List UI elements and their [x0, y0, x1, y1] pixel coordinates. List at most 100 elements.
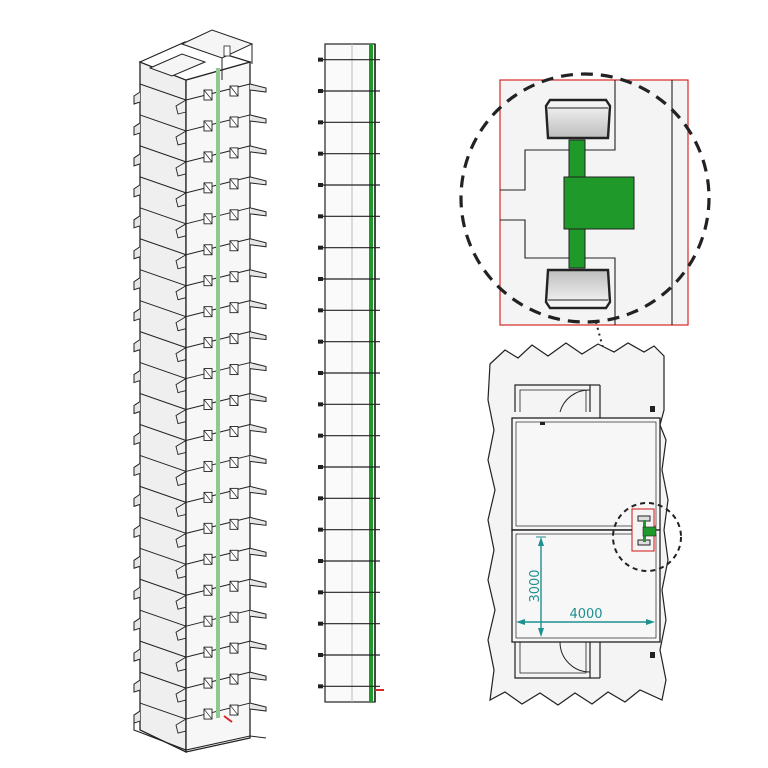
plan-upper-room [514, 384, 591, 412]
enlarged-detail [459, 72, 711, 326]
elevation-floor [318, 653, 380, 657]
plan-column [540, 422, 545, 425]
plan-column [650, 406, 655, 412]
window-icon [203, 522, 213, 534]
elevation-floor [318, 277, 380, 281]
window-icon [203, 615, 213, 627]
elevation-floor [318, 527, 380, 532]
plan-lower-room-inner [519, 642, 587, 674]
tower-floor [133, 578, 267, 610]
detail-fixture-top [544, 98, 612, 140]
plan-room-upper-inner [515, 421, 657, 527]
window-icon [203, 553, 213, 565]
window-icon [203, 337, 213, 349]
tower-floor [133, 671, 267, 703]
window-icon [203, 584, 213, 596]
window-icon [229, 456, 239, 468]
window-icon [203, 244, 213, 256]
window-icon [203, 275, 213, 287]
elevation-floor [318, 371, 380, 375]
detail-pipe-collar [563, 176, 635, 230]
plan-upper-room-inner [519, 389, 587, 412]
window-icon [203, 89, 213, 101]
dimension-height: 3000 [528, 536, 546, 637]
window-icon [229, 580, 239, 592]
detail-wall-profile-lower [500, 219, 616, 325]
dimension-height-label: 3000 [528, 569, 543, 602]
elevation-floor [318, 684, 380, 689]
elevation-floor [318, 183, 380, 187]
tower-floor [133, 516, 267, 548]
tower-floor [133, 640, 267, 672]
tower-floor [133, 393, 267, 425]
window-icon [203, 646, 213, 658]
roof-stair-core [148, 53, 207, 77]
window-icon [229, 85, 239, 97]
elevation-floor [318, 590, 380, 595]
plan-column [650, 652, 655, 658]
elevation-floor [318, 245, 380, 250]
window-icon [203, 491, 213, 503]
window-icon [229, 549, 239, 561]
detail-wall-profile [500, 80, 616, 191]
tower-base-slab [133, 722, 267, 751]
elevation-floor [318, 57, 380, 62]
elevation-strip [318, 43, 384, 703]
window-icon [229, 209, 239, 221]
floor-plan: 3000 4000 [487, 342, 682, 706]
elevation-floor [318, 151, 380, 156]
tower-base-marker [223, 715, 233, 723]
window-icon [229, 426, 239, 437]
tower-floor [133, 114, 267, 146]
window-icon [203, 399, 213, 410]
detail-fixture-bottom [544, 268, 612, 310]
plan-lower-room [514, 642, 591, 679]
tower-floor [133, 547, 267, 579]
window-icon [203, 120, 213, 132]
window-icon [229, 302, 239, 314]
window-icon [229, 116, 239, 128]
window-icon [229, 147, 239, 159]
elevation-floor [318, 465, 380, 469]
roof-door-icon [223, 45, 231, 57]
window-icon [229, 704, 239, 716]
plan-callout-circle [612, 502, 682, 572]
window-icon [203, 677, 213, 689]
elevation-floor [318, 559, 380, 563]
window-icon [229, 364, 239, 376]
window-icon [203, 213, 213, 225]
window-icon [229, 642, 239, 654]
elevation-floor [318, 496, 380, 501]
plan-callout [512, 502, 682, 572]
window-icon [203, 306, 213, 318]
detail-callout-circle [459, 72, 711, 324]
window-icon [203, 430, 213, 441]
isometric-tower [133, 29, 267, 754]
elevation-floor [318, 433, 380, 438]
window-icon [229, 611, 239, 623]
elevation-floor [318, 402, 380, 407]
window-icon [229, 240, 239, 252]
dimension-width-label: 4000 [569, 607, 602, 622]
window-icon [229, 487, 239, 499]
window-icon [229, 518, 239, 530]
door-swing-icon [559, 641, 591, 673]
elevation-floor [318, 339, 380, 344]
tower-floor [133, 423, 267, 456]
window-icon [229, 333, 239, 345]
window-icon [229, 673, 239, 685]
elevation-floor [318, 214, 380, 219]
elevation-floor [318, 89, 380, 93]
plan-room-lower-inner [515, 533, 657, 639]
window-icon [203, 368, 213, 380]
window-icon [203, 460, 213, 472]
tower-floor [133, 207, 267, 239]
window-icon [203, 182, 213, 194]
tower-floor [133, 145, 267, 177]
elevation-floor [318, 120, 380, 125]
window-icon [229, 178, 239, 190]
window-icon [229, 271, 239, 283]
window-icon [203, 708, 213, 720]
window-icon [229, 395, 239, 406]
